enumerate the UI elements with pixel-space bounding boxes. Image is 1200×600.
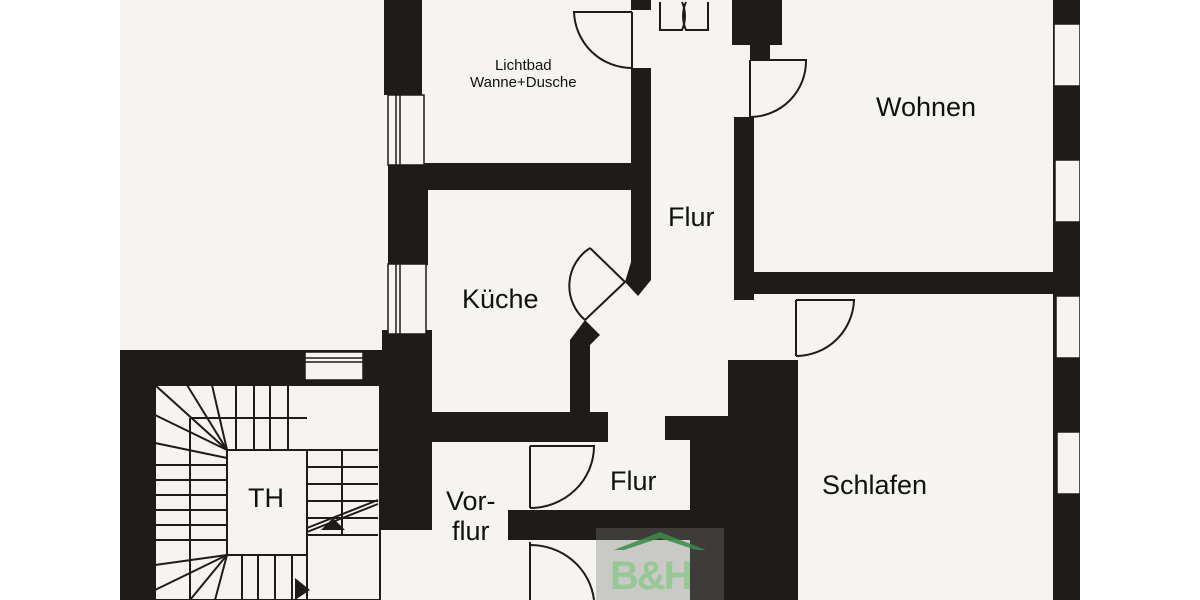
vorflur-line-1: Vor- bbox=[446, 486, 496, 516]
watermark-text: B&H bbox=[610, 554, 693, 598]
floor-plan: Lichtbad Wanne+Dusche Wohnen Flur Küche … bbox=[120, 0, 1080, 600]
staircase bbox=[154, 384, 381, 600]
vorflur-line-2: flur bbox=[452, 516, 490, 547]
lichtbad-line-1: Lichtbad bbox=[494, 57, 552, 74]
watermark-logo: B&H bbox=[596, 528, 724, 600]
room-label-treppenhaus: TH bbox=[248, 483, 284, 513]
room-label-flur-upper: Flur bbox=[668, 202, 715, 232]
room-label-lichtbad: Lichtbad Wanne+Dusche bbox=[470, 57, 577, 92]
room-label-schlafen: Schlafen bbox=[822, 470, 928, 500]
windows bbox=[304, 23, 1080, 495]
room-label-kueche: Küche bbox=[462, 284, 539, 314]
room-label-vorflur: Vor- flur bbox=[446, 486, 496, 546]
lichtbad-line-2: Wanne+Dusche bbox=[470, 73, 577, 91]
room-label-wohnen: Wohnen bbox=[876, 92, 977, 122]
stair-direction-arrows bbox=[295, 518, 345, 600]
house-roof-icon bbox=[614, 532, 706, 550]
room-label-flur-lower: Flur bbox=[610, 466, 657, 496]
floor-plan-drawing bbox=[120, 0, 1080, 600]
doors bbox=[529, 1, 856, 600]
